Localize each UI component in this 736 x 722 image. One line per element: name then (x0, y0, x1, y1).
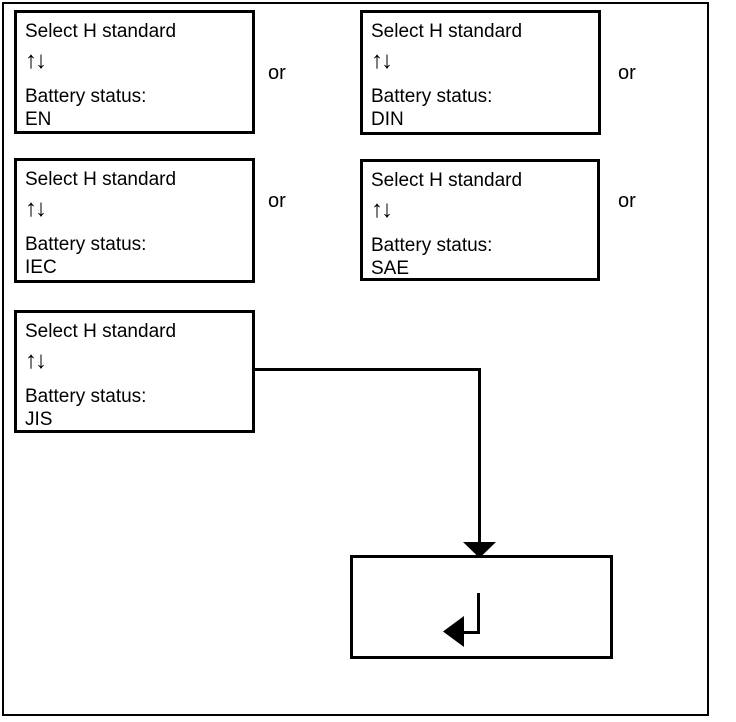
or-label: or (618, 190, 636, 212)
screen-box-iec: Select H standard ↑↓ Battery status: IEC (14, 158, 255, 283)
battery-status-label: Battery status: (25, 234, 147, 255)
standard-value-jis: JIS (25, 409, 53, 430)
battery-status-label: Battery status: (371, 235, 493, 256)
standard-value-din: DIN (371, 109, 404, 130)
standard-value-sae: SAE (371, 258, 410, 279)
up-down-arrows-icon: ↑↓ (371, 196, 393, 223)
battery-status-label: Battery status: (25, 86, 147, 107)
screen-title: Select H standard (25, 321, 177, 342)
or-label: or (268, 62, 286, 84)
enter-return-arrow-icon (443, 593, 480, 647)
screen-box-din: Select H standard ↑↓ Battery status: DIN (360, 10, 601, 135)
screen-title: Select H standard (371, 21, 523, 42)
battery-status-label: Battery status: (371, 86, 493, 107)
screen-title: Select H standard (25, 21, 177, 42)
up-down-arrows-icon: ↑↓ (25, 47, 47, 74)
screen-box-en: Select H standard ↑↓ Battery status: EN (14, 10, 255, 134)
screen-box-jis: Select H standard ↑↓ Battery status: JIS (14, 310, 255, 433)
screen-title: Select H standard (371, 170, 523, 191)
or-label: or (268, 190, 286, 212)
battery-status-label: Battery status: (25, 386, 147, 407)
up-down-arrows-icon: ↑↓ (25, 347, 47, 374)
or-label: or (618, 62, 636, 84)
screen-title: Select H standard (25, 169, 177, 190)
outer-border (2, 2, 709, 716)
confirm-box (350, 555, 613, 659)
standard-value-iec: IEC (25, 257, 57, 278)
screen-box-sae: Select H standard ↑↓ Battery status: SAE (360, 159, 600, 281)
up-down-arrows-icon: ↑↓ (371, 47, 393, 74)
up-down-arrows-icon: ↑↓ (25, 195, 47, 222)
standard-value-en: EN (25, 109, 52, 130)
